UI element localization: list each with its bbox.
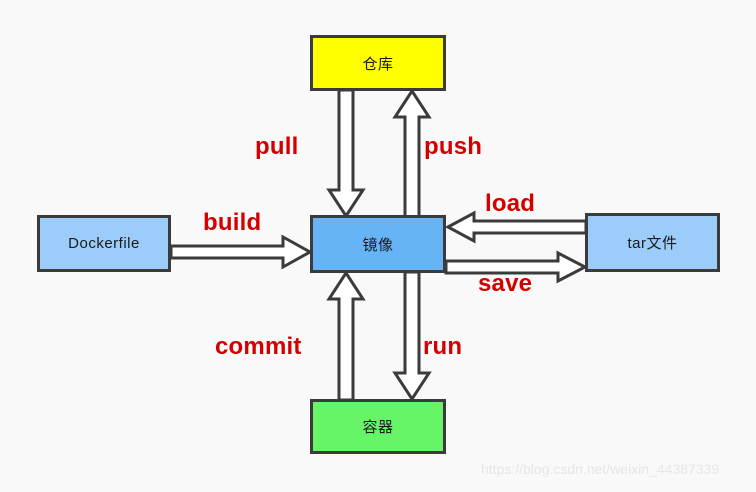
edge-label-commit: commit	[215, 333, 302, 360]
node-dockerfile[interactable]: Dockerfile	[37, 215, 171, 272]
node-image[interactable]: 镜像	[310, 215, 446, 273]
edge-label-pull: pull	[255, 133, 299, 160]
edge-label-push: push	[424, 133, 483, 160]
node-tarfile[interactable]: tar文件	[585, 213, 720, 272]
arrow-pull	[326, 88, 366, 219]
edge-label-load: load	[485, 190, 536, 217]
node-repository-label: 仓库	[362, 55, 394, 73]
node-container[interactable]: 容器	[310, 399, 446, 454]
node-dockerfile-label: Dockerfile	[68, 235, 140, 252]
edge-label-save: save	[478, 270, 533, 297]
watermark: https://blog.csdn.net/weixin_44387339	[481, 461, 720, 477]
arrow-run	[392, 270, 432, 402]
node-image-label: 镜像	[362, 236, 394, 254]
arrow-build	[169, 234, 314, 270]
node-tarfile-label: tar文件	[627, 235, 678, 252]
edge-label-run: run	[423, 333, 463, 360]
arrow-save	[444, 250, 589, 284]
edge-label-build: build	[203, 209, 262, 236]
node-container-label: 容器	[362, 419, 394, 436]
arrow-commit	[326, 270, 366, 402]
node-repository[interactable]: 仓库	[310, 35, 446, 91]
